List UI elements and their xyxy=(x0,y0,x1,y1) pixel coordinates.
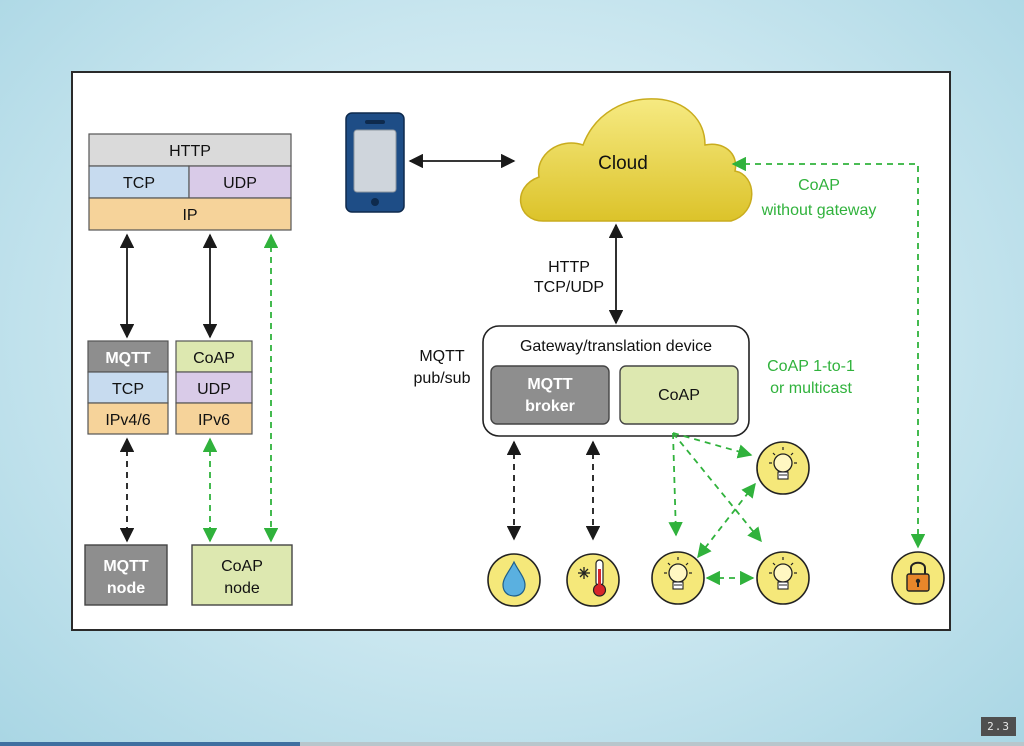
coap-node: CoAP node xyxy=(191,544,293,606)
tcp-layer xyxy=(88,165,190,199)
iot-protocols-diagram: HTTP TCP UDP IP MQTT TCP IPv4/6 CoAP UDP… xyxy=(84,98,945,607)
internet-stack: HTTP TCP UDP IP xyxy=(88,133,292,231)
coap-without-gateway-label-1: CoAP xyxy=(798,177,840,194)
gateway-device: Gateway/translation device MQTT broker C… xyxy=(482,325,750,437)
progress-track xyxy=(0,742,1024,746)
cloud-label: Cloud xyxy=(598,153,648,174)
http-link-label: HTTP xyxy=(548,259,590,276)
coap-transport-layer xyxy=(175,371,253,404)
mqtt-network-layer xyxy=(87,402,169,435)
cloud-icon: Cloud xyxy=(520,98,753,222)
gateway-title: Gateway/translation device xyxy=(520,338,712,355)
mqtt-pubsub-label-2: pub/sub xyxy=(414,370,471,387)
water-drop-icon xyxy=(487,553,541,607)
slide: HTTP TCP UDP IP MQTT TCP IPv4/6 CoAP UDP… xyxy=(71,71,951,631)
smartphone-icon xyxy=(345,112,405,213)
coap-network-label: IPv6 xyxy=(198,412,230,429)
coap-without-gateway-label-2: without gateway xyxy=(761,202,877,219)
coap-node-label-1: CoAP xyxy=(221,558,263,575)
progress-bar-fill xyxy=(0,742,301,746)
mqtt-app-layer xyxy=(87,340,169,373)
lightbulb-icon xyxy=(756,441,810,495)
mqtt-broker-label-1: MQTT xyxy=(527,376,573,393)
coap-multicast-arrows xyxy=(668,432,762,586)
lightbulb-icon xyxy=(651,551,705,605)
slide-number: 2.3 xyxy=(981,717,1016,736)
tcpudp-link-label: TCP/UDP xyxy=(534,279,604,296)
coap-app-layer xyxy=(175,340,253,373)
http-layer xyxy=(88,133,292,167)
coap-multicast-label-2: or multicast xyxy=(770,380,852,397)
mqtt-node-label-2: node xyxy=(107,580,145,597)
tcp-label: TCP xyxy=(123,175,155,192)
coap-stack: CoAP UDP IPv6 xyxy=(175,340,253,435)
coap-without-gateway-path xyxy=(731,156,926,549)
mqtt-app-label: MQTT xyxy=(105,350,151,367)
coap-network-layer xyxy=(175,402,253,435)
coap-node-label-2: node xyxy=(224,580,260,597)
gateway-coap-box xyxy=(619,365,739,425)
mqtt-stack: MQTT TCP IPv4/6 xyxy=(87,340,169,435)
thermometer-icon xyxy=(566,553,620,607)
coap-app-label: CoAP xyxy=(193,350,235,367)
udp-label: UDP xyxy=(223,175,257,192)
padlock-icon xyxy=(891,551,945,605)
mqtt-node-label-1: MQTT xyxy=(103,558,149,575)
coap-transport-label: UDP xyxy=(197,381,231,398)
mqtt-transport-layer xyxy=(87,371,169,404)
lightbulb-icon xyxy=(756,551,810,605)
ip-layer xyxy=(88,197,292,231)
ip-label: IP xyxy=(182,207,197,224)
mqtt-network-label: IPv4/6 xyxy=(105,412,150,429)
mqtt-broker-label-2: broker xyxy=(525,398,575,415)
mqtt-node-box xyxy=(84,544,168,606)
coap-node-box xyxy=(191,544,293,606)
http-label: HTTP xyxy=(169,143,211,160)
mqtt-transport-label: TCP xyxy=(112,381,144,398)
coap-multicast-label-1: CoAP 1-to-1 xyxy=(767,358,855,375)
mqtt-broker-box xyxy=(490,365,610,425)
mqtt-node: MQTT node xyxy=(84,544,168,606)
gateway-coap-label: CoAP xyxy=(658,387,700,404)
mqtt-pubsub-label-1: MQTT xyxy=(419,348,465,365)
